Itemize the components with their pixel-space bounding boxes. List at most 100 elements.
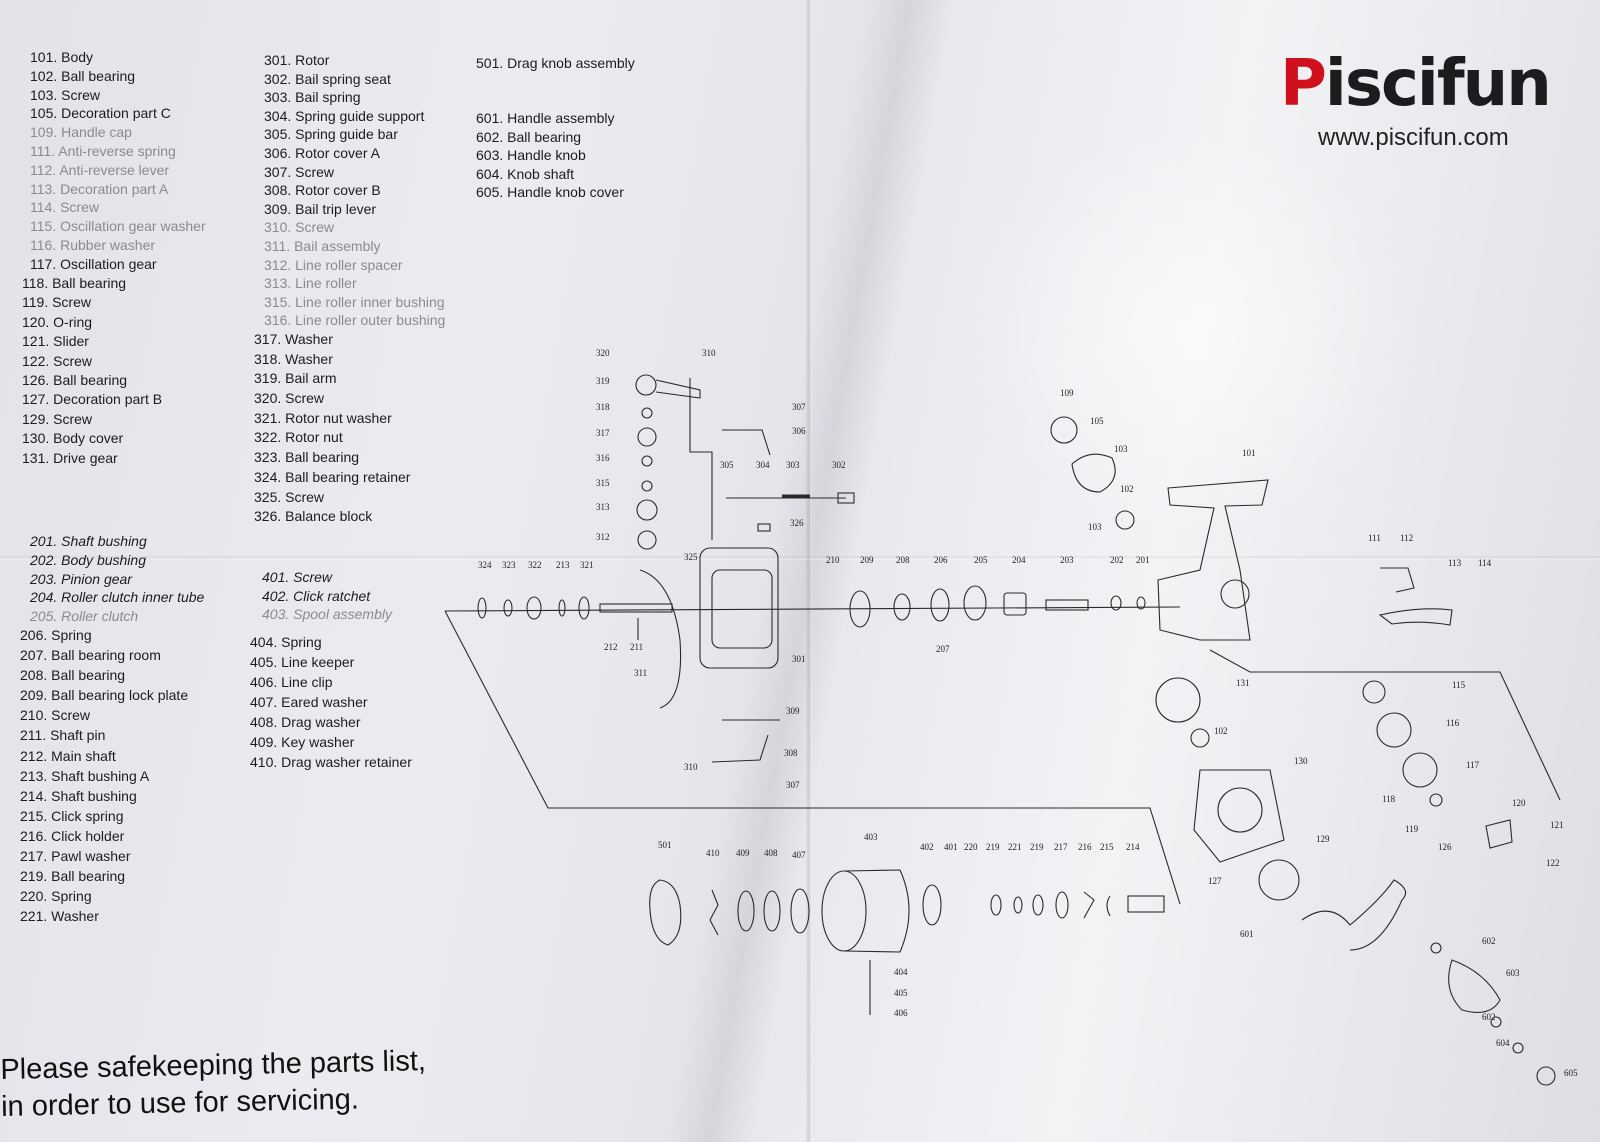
parts-list-item: 305. Spring guide bar [264, 126, 398, 143]
parts-list-item: 121. Slider [22, 333, 89, 350]
diagram-callout-label: 309 [786, 706, 800, 716]
part-127-decoration-b [1258, 859, 1300, 901]
diagram-callout-label: 316 [596, 453, 610, 463]
part-322-rotor-nut [526, 596, 542, 620]
diagram-callout-label: 410 [706, 848, 720, 858]
diagram-callout-label: 211 [630, 642, 643, 652]
diagram-callout-label: 324 [478, 560, 492, 570]
part-208-ball-bearing [893, 593, 911, 621]
parts-list-item: 310. Screw [264, 219, 335, 236]
part-318-washer [641, 407, 653, 419]
parts-list-item: 113. Decoration part A [30, 180, 169, 197]
parts-list-item: 315. Line roller inner bushing [264, 293, 445, 310]
diagram-callout-label: 323 [502, 560, 516, 570]
rotor-guide-line [689, 378, 713, 540]
part-214-shaft-bushing [1127, 895, 1165, 913]
diagram-callout-label: 103 [1088, 522, 1102, 532]
diagram-callout-label: 602 [1482, 936, 1496, 946]
diagram-callout-label: 207 [936, 644, 950, 654]
parts-list-item: 409. Key washer [250, 734, 355, 750]
diagram-callout-label: 215 [1100, 842, 1114, 852]
part-324-retainer [477, 597, 487, 619]
parts-list-item: 308. Rotor cover B [264, 182, 381, 199]
parts-list-item: 115. Oscillation gear washer [30, 218, 206, 235]
part-212-main-shaft [599, 603, 673, 613]
part-302-spring-seat [837, 492, 855, 504]
parts-list-item: 320. Screw [254, 390, 325, 407]
diagram-callout-label: 313 [596, 502, 610, 512]
diagram-callout-label: 101 [1242, 448, 1256, 458]
diagram-callout-label: 317 [596, 428, 610, 438]
part-316-bushing [641, 455, 653, 467]
paper-fold-horizontal [0, 556, 1600, 560]
part-209-lock-plate [849, 590, 871, 628]
parts-list-item: 605. Handle knob cover [476, 184, 624, 201]
diagram-callout-label: 406 [894, 1008, 908, 1018]
parts-list-item: 326. Balance block [254, 508, 373, 525]
diagram-callout-label: 321 [580, 560, 594, 570]
diagram-callout-label: 605 [1564, 1068, 1578, 1078]
light-glare [960, 120, 1420, 540]
diagram-callout-label: 113 [1448, 558, 1462, 568]
parts-list-item: 129. Screw [22, 410, 93, 427]
diagram-callout-label: 325 [684, 552, 698, 562]
diagram-callout-label: 216 [1078, 842, 1092, 852]
parts-list-item: 311. Bail assembly [264, 237, 381, 254]
part-116-rubber-washer [1376, 712, 1412, 748]
diagram-callout-label: 109 [1060, 388, 1074, 398]
diagram-callout-label: 112 [1400, 533, 1413, 543]
parts-list-item: 303. Bail spring [264, 89, 361, 106]
part-308-rotor-cover-b [711, 734, 769, 763]
parts-list-item: 324. Ball bearing retainer [254, 468, 411, 485]
parts-list-item: 207. Ball bearing room [20, 647, 161, 664]
parts-list-item: 114. Screw [30, 199, 99, 216]
diagram-callout-label: 127 [1208, 876, 1222, 886]
diagram-callout-label: 312 [596, 532, 610, 542]
parts-list-item: 402. Click ratchet [262, 587, 371, 604]
part-109-handle-cap [1050, 416, 1078, 444]
parts-list-item: 403. Spool assembly [262, 606, 392, 623]
brand-logo-name: iscifun [1324, 47, 1552, 121]
diagram-callout-label: 501 [658, 840, 672, 850]
diagram-callout-label: 405 [894, 988, 908, 998]
part-604-knob-shaft [1512, 1042, 1524, 1054]
diagram-callout-label: 114 [1478, 558, 1492, 568]
diagram-callout-label: 205 [974, 555, 988, 565]
part-205-roller-clutch [963, 585, 987, 621]
part-319-arm [655, 379, 701, 399]
diagram-callout-label: 202 [1110, 555, 1124, 565]
brand-logo-initial: P [1280, 47, 1327, 121]
parts-list-item: 302. Bail spring seat [264, 70, 391, 87]
brand-website: www.piscifun.com [1318, 124, 1509, 151]
parts-list-500-series: 501. Drag knob assembly [476, 53, 635, 73]
parts-list-item: 401. Screw [262, 569, 333, 585]
part-403-spool-body [843, 869, 910, 953]
part-117-oscillation-gear [1402, 752, 1438, 788]
part-219-ball-bearing [990, 894, 1002, 916]
parts-list-400-series: 401. Screw 402. Click ratchet 403. Spool a… [262, 568, 392, 624]
part-602-ball-bearing-2 [1490, 1016, 1502, 1028]
parts-list-item: 319. Bail arm [254, 370, 337, 387]
parts-list-item: 312. Line roller spacer [264, 256, 403, 273]
diagram-callout-label: 119 [1405, 824, 1419, 834]
part-203-pinion-gear [1045, 599, 1089, 611]
diagram-callout-label: 209 [860, 555, 874, 565]
part-312-spacer [637, 530, 657, 550]
diagram-callout-label: 213 [556, 560, 570, 570]
part-105-decoration-c [1071, 453, 1116, 493]
parts-list-item: 604. Knob shaft [476, 165, 575, 182]
part-301-rotor-inner [711, 569, 773, 649]
part-201-shaft-bushing [1136, 596, 1146, 610]
parts-list-item: 103. Screw [30, 86, 101, 103]
parts-list-item: 117. Oscillation gear [30, 255, 157, 272]
part-313-line-roller [636, 499, 658, 521]
parts-list-item: 215. Click spring [20, 807, 124, 824]
parts-list-item: 219. Ball bearing [20, 868, 126, 885]
diagram-callout-label: 306 [792, 426, 806, 436]
part-113-decoration-a [1378, 608, 1453, 626]
